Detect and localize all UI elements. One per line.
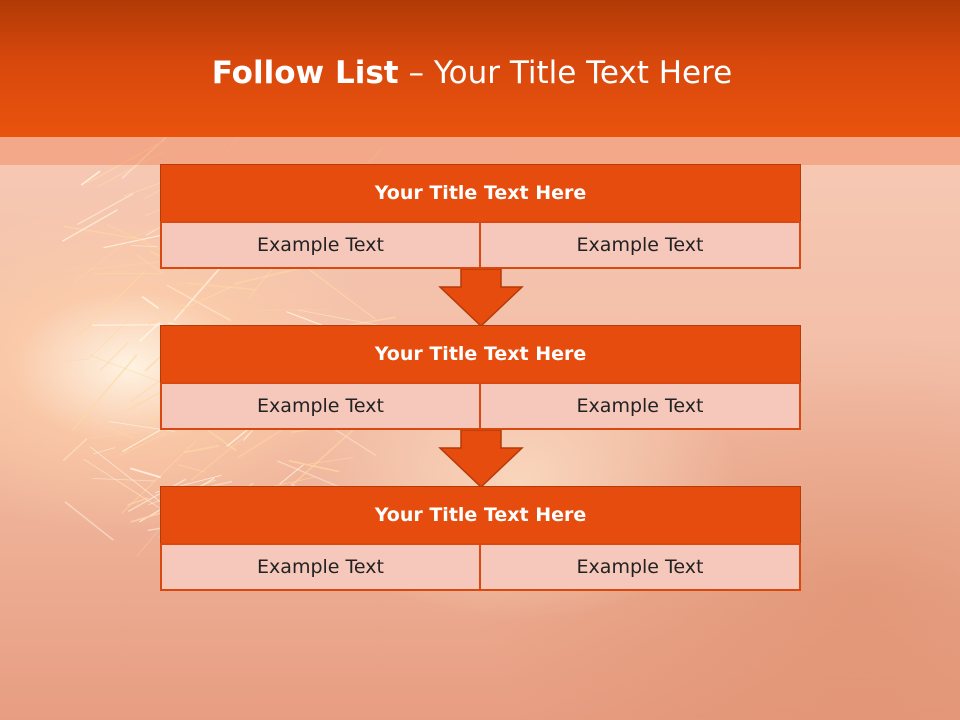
spark-streak <box>67 407 135 440</box>
spark-streak <box>62 438 88 462</box>
spark-streak <box>83 304 189 312</box>
step-title-2[interactable]: Your Title Text Here <box>160 325 801 383</box>
step-1-left-text[interactable]: Example Text <box>160 221 481 269</box>
step-2-right-text[interactable]: Example Text <box>481 382 801 430</box>
spark-streak <box>127 478 187 512</box>
spark-streak <box>92 477 155 482</box>
spark-streak <box>234 267 303 285</box>
slide-title[interactable]: Follow List – Your Title Text Here <box>0 55 944 91</box>
spark-streak <box>64 501 114 541</box>
spark-streak <box>123 181 164 197</box>
step-2-left-text[interactable]: Example Text <box>160 382 481 430</box>
spark-streak <box>177 464 207 473</box>
header-shadow-strip <box>0 137 960 165</box>
slide-title-bold: Follow List <box>211 55 399 91</box>
spark-streak <box>80 170 101 186</box>
slide-title-rest: – Your Title Text Here <box>398 55 733 91</box>
spark-streak <box>62 209 118 242</box>
spark-streak <box>122 226 164 241</box>
spark-streak <box>96 150 165 188</box>
spark-streak <box>93 447 116 455</box>
step-3-right-text[interactable]: Example Text <box>481 543 801 591</box>
spark-streak <box>127 497 149 507</box>
step-title-1[interactable]: Your Title Text Here <box>160 164 801 222</box>
spark-streak <box>237 427 286 458</box>
spark-streak <box>73 243 125 284</box>
spark-streak <box>130 245 158 248</box>
spark-streak <box>86 139 165 184</box>
header-band: Follow List – Your Title Text Here <box>0 0 960 137</box>
spark-streak <box>258 309 325 311</box>
spark-streak <box>87 431 138 439</box>
spark-streak <box>173 264 224 321</box>
spark-streak <box>211 480 233 488</box>
spark-streak <box>288 459 340 473</box>
step-row-1: Example Text Example Text <box>160 221 801 269</box>
step-title-3[interactable]: Your Title Text Here <box>160 486 801 544</box>
spark-streak <box>186 282 256 291</box>
down-arrow-icon <box>438 430 524 488</box>
step-3-left-text[interactable]: Example Text <box>160 543 481 591</box>
spark-streak <box>121 137 168 179</box>
spark-streak <box>306 457 353 465</box>
spark-streak <box>136 254 165 275</box>
spark-streak <box>183 444 220 454</box>
spark-streak <box>99 342 129 372</box>
step-row-2: Example Text Example Text <box>160 382 801 430</box>
spark-streak <box>76 193 134 226</box>
spark-streak <box>130 467 162 479</box>
step-1-right-text[interactable]: Example Text <box>481 221 801 269</box>
spark-streak <box>71 354 138 432</box>
down-arrow-icon <box>438 269 524 327</box>
spark-streak <box>90 446 172 511</box>
spark-streak <box>279 464 304 485</box>
spark-streak <box>77 270 147 337</box>
spark-streak <box>63 225 147 241</box>
spark-streak <box>89 260 161 271</box>
spark-streak <box>166 284 232 322</box>
spark-streak <box>138 321 161 342</box>
spark-streak <box>88 319 130 359</box>
spark-streak <box>136 528 161 557</box>
spark-streak <box>83 458 174 517</box>
spark-streak <box>120 432 167 456</box>
spark-streak <box>148 286 233 325</box>
spark-streak <box>298 309 382 327</box>
spark-streak <box>141 295 160 310</box>
step-row-3: Example Text Example Text <box>160 543 801 591</box>
spark-streak <box>301 263 376 320</box>
spark-streak <box>286 420 364 491</box>
spark-streak <box>92 323 164 327</box>
spark-streak <box>59 358 89 363</box>
